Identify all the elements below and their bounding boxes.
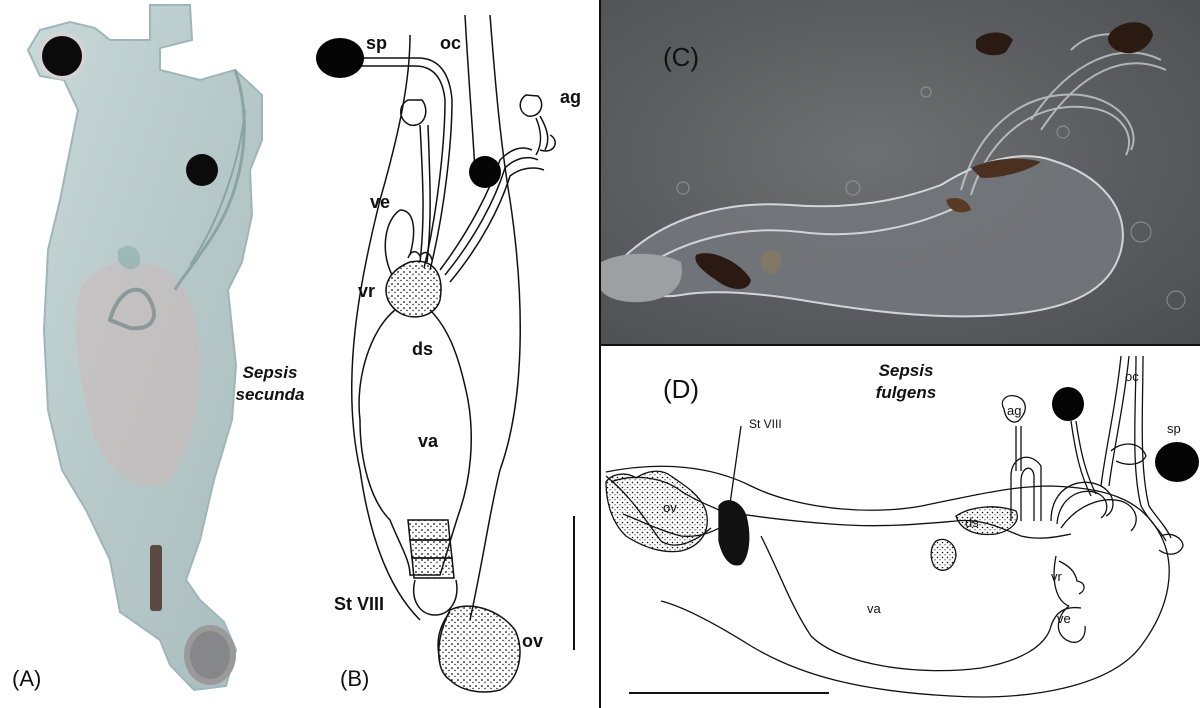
panel-c-photo: (C)	[601, 0, 1200, 344]
species-epithet: fulgens	[875, 383, 937, 402]
panel-a-specimen-image	[26, 4, 263, 692]
species-genus: Sepsis	[242, 363, 298, 382]
label-oc: oc	[440, 33, 462, 53]
label-ov: ov	[663, 500, 677, 515]
label-sp: sp	[1167, 421, 1181, 436]
label-vr: vr	[1051, 569, 1062, 584]
panel-b-drawing: sp oc ag ve vr ds va St VIII ov (B)	[300, 0, 600, 708]
label-ds: ds	[412, 339, 434, 359]
label-st-viii: St VIII	[334, 594, 385, 614]
label-va: va	[867, 601, 881, 616]
panel-a-species: Sepsis secunda	[210, 362, 330, 406]
panel-b-reproductive-tract-drawing	[316, 14, 575, 693]
panel-d-label: (D)	[663, 374, 700, 404]
label-ve: ve	[1057, 611, 1071, 626]
species-genus: Sepsis	[878, 361, 934, 380]
label-ov: ov	[522, 631, 544, 651]
panel-c-label: (C)	[663, 42, 700, 72]
panel-c-specimen-image	[601, 22, 1186, 318]
label-ve: ve	[370, 192, 391, 212]
panel-divider-vertical	[599, 0, 601, 708]
label-ds: ds	[965, 515, 979, 530]
label-sp: sp	[366, 33, 388, 53]
species-epithet: secunda	[235, 385, 305, 404]
panel-divider-horizontal	[601, 344, 1200, 346]
label-st-viii: St VIII	[749, 417, 782, 431]
label-oc: oc	[1125, 369, 1139, 384]
label-ag: ag	[560, 87, 582, 107]
panel-d-drawing: (D) Sepsis fulgens St VIII ov ds va vr v…	[601, 346, 1200, 708]
panel-d-species: Sepsis fulgens	[851, 360, 961, 404]
panel-d-reproductive-tract-drawing	[605, 355, 1199, 698]
label-vr: vr	[358, 281, 376, 301]
label-va: va	[418, 431, 439, 451]
panel-a-photo: (A) Sepsis secunda	[0, 0, 335, 708]
panel-b-label: (B)	[340, 666, 370, 691]
panel-a-label: (A)	[12, 666, 42, 691]
label-ag: ag	[1007, 403, 1022, 418]
